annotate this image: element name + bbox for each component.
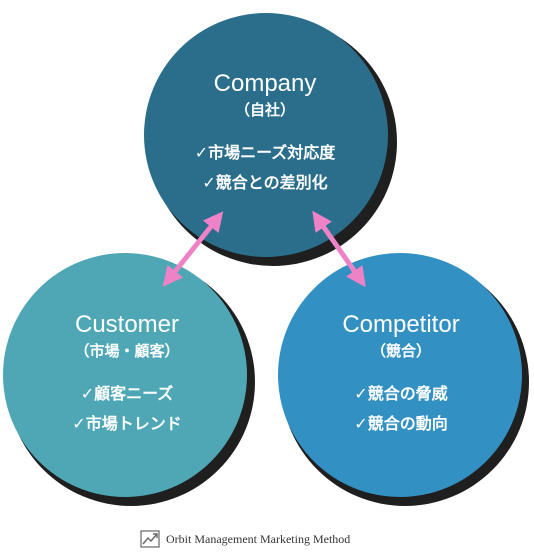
customer-points: ✓顧客ニーズ ✓市場トレンド [7,379,247,439]
company-competitor-arrow [312,210,366,288]
competitor-title: Competitor [342,311,460,338]
footer: Orbit Management Marketing Method [140,528,350,550]
competitor-label-group: Competitor （競合） ✓競合の脅威 ✓競合の動向 [281,311,521,439]
competitor-point: ✓競合の脅威 [354,384,448,403]
company-point: ✓市場ニーズ対応度 [194,143,336,162]
company-point: ✓競合との差別化 [202,173,328,192]
customer-point: ✓市場トレンド [72,414,182,433]
customer-label-group: Customer （市場・顧客） ✓顧客ニーズ ✓市場トレンド [7,311,247,439]
competitor-subtitle: （競合） [370,342,431,360]
chart-trend-icon [140,530,160,548]
company-label-group: Company （自社） ✓市場ニーズ対応度 ✓競合との差別化 [145,70,385,198]
customer-point: ✓顧客ニーズ [80,384,174,403]
customer-subtitle: （市場・顧客） [74,342,180,360]
customer-title: Customer [74,311,180,338]
company-circle [144,13,388,257]
footer-text: Orbit Management Marketing Method [166,531,351,546]
customer-circle [3,253,247,497]
competitor-points: ✓競合の脅威 ✓競合の動向 [281,379,521,439]
company-points: ✓市場ニーズ対応度 ✓競合との差別化 [145,138,385,198]
company-customer-arrow [162,211,224,287]
company-title: Company [213,70,317,97]
company-subtitle: （自社） [234,101,295,119]
competitor-point: ✓競合の動向 [354,414,448,433]
competitor-circle [278,253,522,497]
